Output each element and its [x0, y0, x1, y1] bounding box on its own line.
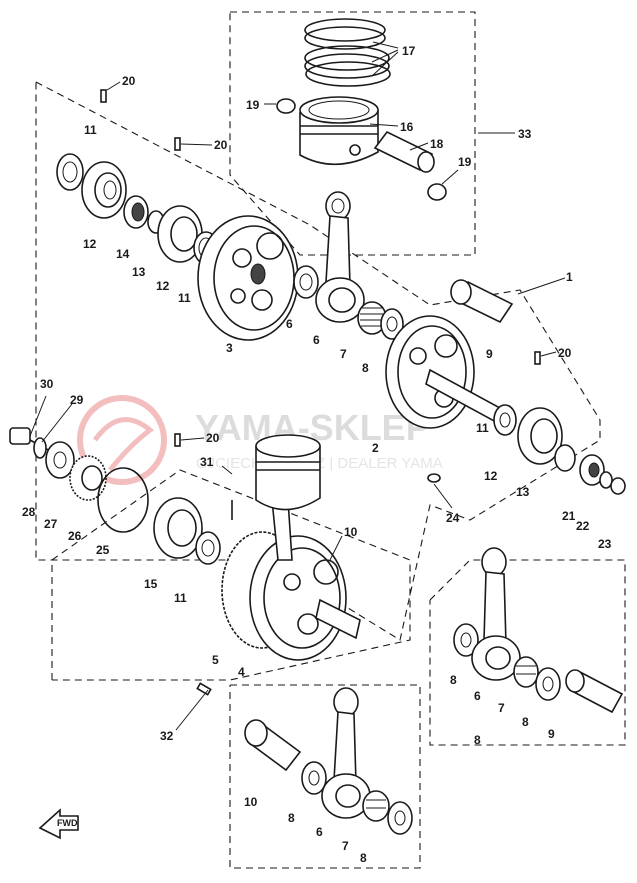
- piston: [299, 96, 379, 166]
- callout-27: 27: [44, 517, 58, 531]
- callout-31: 31: [200, 455, 214, 469]
- callout-10-b: 10: [244, 795, 258, 809]
- callout-18: 18: [430, 137, 444, 151]
- callout-20-c: 20: [558, 346, 572, 360]
- callout-13-b: 13: [516, 485, 530, 499]
- callout-7-a: 7: [340, 347, 347, 361]
- callout-4: 4: [238, 665, 245, 679]
- left-bearing-stack: [56, 153, 219, 265]
- callout-12-a: 12: [83, 237, 97, 251]
- callout-23: 23: [598, 537, 612, 551]
- callout-21: 21: [562, 509, 576, 523]
- callout-11-b: 11: [178, 291, 191, 305]
- callout-28: 28: [22, 505, 36, 519]
- callout-labels: 17 16 18 19 19 33 20 20 20 20 11 12 14 1…: [22, 44, 612, 865]
- callout-19-left: 19: [246, 98, 260, 112]
- callout-12-b: 12: [156, 279, 170, 293]
- left-crank-wheel: [197, 215, 299, 341]
- rod-set-right: [453, 547, 624, 714]
- primary-drive-gear-group: [9, 427, 149, 533]
- callout-19-right: 19: [458, 155, 472, 169]
- crankcase-pin: [196, 682, 212, 696]
- crank-pin-upper: [450, 279, 514, 324]
- callout-11-d: 11: [174, 591, 187, 605]
- right-bearing-stack: [493, 404, 626, 495]
- callout-30: 30: [40, 377, 54, 391]
- callout-26: 26: [68, 529, 82, 543]
- callout-10-a: 10: [344, 525, 358, 539]
- callout-6-b: 6: [313, 333, 320, 347]
- callout-32: 32: [160, 729, 174, 743]
- callout-12-c: 12: [484, 469, 498, 483]
- rod-set-center: [244, 687, 413, 835]
- callout-7-b: 7: [498, 701, 505, 715]
- callout-33: 33: [518, 127, 532, 141]
- callout-9-a: 9: [486, 347, 493, 361]
- callout-8-b: 8: [450, 673, 457, 687]
- callout-8-d: 8: [288, 811, 295, 825]
- forward-label: FWD: [57, 818, 78, 828]
- dowel-pin-d: [174, 433, 181, 447]
- callout-17: 17: [402, 44, 416, 58]
- callout-7-c: 7: [342, 839, 349, 853]
- callout-13-a: 13: [132, 265, 146, 279]
- callout-9-b: 9: [548, 727, 555, 741]
- piston-rings: [304, 18, 391, 87]
- callout-6-c: 6: [474, 689, 481, 703]
- callout-11-a: 11: [84, 123, 97, 137]
- connecting-rod-upper: [315, 191, 365, 323]
- callout-5: 5: [212, 653, 219, 667]
- callout-2: 2: [372, 441, 379, 455]
- callout-1: 1: [566, 270, 573, 284]
- leader-lines: [29, 41, 566, 731]
- piston-pin-clip-left: [276, 98, 296, 114]
- forward-arrow-icon: FWD: [38, 808, 79, 840]
- dowel-pin-c: [534, 351, 541, 365]
- callout-8-f: 8: [474, 733, 481, 747]
- callout-24: 24: [446, 511, 460, 525]
- callout-20-d: 20: [206, 431, 220, 445]
- piston-pin: [373, 130, 435, 173]
- lower-crank-assembly: [153, 434, 361, 661]
- dowel-pin-a: [100, 89, 107, 103]
- callout-6-d: 6: [316, 825, 323, 839]
- callout-3: 3: [226, 341, 233, 355]
- callout-8-c: 8: [522, 715, 529, 729]
- callout-20-b: 20: [214, 138, 228, 152]
- callout-22: 22: [576, 519, 590, 533]
- watermark-logo-icon: [77, 395, 167, 485]
- thrust-washer-upper-left: [293, 265, 319, 299]
- piston-pin-clip-right: [427, 183, 447, 201]
- needle-bearing-upper: [357, 301, 387, 335]
- callout-25: 25: [96, 543, 110, 557]
- callout-6-a: 6: [286, 317, 293, 331]
- callout-16: 16: [400, 120, 414, 134]
- right-crank-wheel: [385, 315, 501, 429]
- woodruff-key: [427, 473, 441, 483]
- callout-8-e: 8: [360, 851, 367, 865]
- thrust-washer-upper-right: [380, 308, 404, 340]
- callout-14: 14: [116, 247, 130, 261]
- dowel-pin-b: [174, 137, 181, 151]
- callout-20-a: 20: [122, 74, 136, 88]
- callout-8-a: 8: [362, 361, 369, 375]
- callout-29: 29: [70, 393, 84, 407]
- callout-15: 15: [144, 577, 158, 591]
- callout-11-c: 11: [476, 421, 489, 435]
